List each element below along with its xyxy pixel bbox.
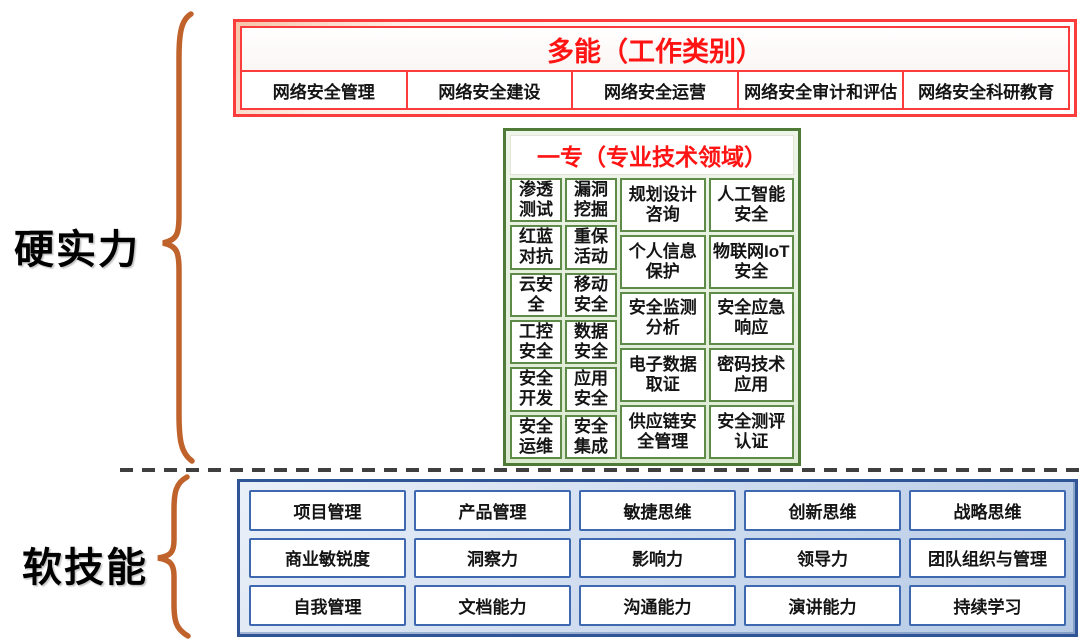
specialty-cell: 安全应急响应 [708,291,794,346]
specialty-cell: 移动安全 [565,272,617,317]
specialty-cell: 渗透测试 [510,178,562,223]
soft-skill-cell: 影响力 [579,537,736,579]
specialty-cell: 安全开发 [510,367,562,412]
soft-skills-brace [157,474,191,639]
specialty-cell: 物联网IoT安全 [708,234,794,289]
soft-skill-cell: 项目管理 [249,490,406,531]
soft-skill-cell: 自我管理 [249,585,406,626]
specialty-cell: 工控安全 [510,319,562,365]
soft-skill-cell: 创新思维 [744,490,901,531]
specialty-cell: 密码技术应用 [708,348,794,403]
specialty-cell: 人工智能安全 [708,178,794,232]
hard-skills-brace [162,11,195,464]
hard-skills-label: 硬实力 [14,228,140,272]
specialty-cell: 规划设计咨询 [620,178,706,232]
specialty-cell: 安全监测分析 [620,291,706,346]
soft-skill-cell: 洞察力 [414,537,571,579]
specialty-cell: 电子数据取证 [620,348,706,403]
specialty-cell: 红蓝对抗 [510,225,562,270]
multi-skill-cell: 网络安全建设 [405,72,572,108]
soft-skills-label: 软技能 [22,546,148,590]
specialty-cell: 应用安全 [565,367,617,412]
specialty-column-3: 规划设计咨询 个人信息保护 安全监测分析 电子数据取证 供应链安全管理 [620,178,706,459]
specialty-cell: 云安全 [510,272,562,317]
soft-skill-cell: 文档能力 [414,585,571,626]
soft-skill-cell: 敏捷思维 [579,490,736,531]
specialty-title: 一专（专业技术领域） [510,135,794,175]
specialty-grid: 渗透测试 红蓝对抗 云安全 工控安全 安全开发 安全运维 漏洞挖掘 重保活动 移… [510,178,794,459]
specialty-cell: 漏洞挖掘 [565,178,617,223]
specialty-cell: 安全集成 [565,414,617,459]
soft-skill-cell: 战略思维 [909,490,1066,531]
soft-skill-cell: 领导力 [744,537,901,579]
specialty-column-4: 人工智能安全 物联网IoT安全 安全应急响应 密码技术应用 安全测评认证 [708,178,794,459]
soft-skill-cell: 团队组织与管理 [909,537,1066,579]
multi-skill-cell: 网络安全管理 [272,82,375,102]
multi-skill-inner: 多能（工作类别） 网络安全管理 网络安全建设 网络安全运营 网络安全审计和评估 … [240,26,1070,110]
specialty-cell: 重保活动 [565,225,617,270]
multi-skill-cells: 网络安全管理 网络安全建设 网络安全运营 网络安全审计和评估 网络安全科研教育 [242,72,1068,108]
soft-skill-cell: 商业敏锐度 [249,537,406,579]
specialty-cell: 安全运维 [510,414,562,459]
specialty-cell: 供应链安全管理 [620,405,706,459]
multi-skill-cell: 网络安全运营 [571,72,737,108]
specialty-box: 一专（专业技术领域） 渗透测试 红蓝对抗 云安全 工控安全 安全开发 安全运维 … [503,128,801,466]
multi-skill-cell: 网络安全审计和评估 [736,72,903,108]
multi-skill-title: 多能（工作类别） [242,28,1068,72]
soft-skill-cell: 沟通能力 [579,585,736,626]
soft-skill-box: 项目管理 产品管理 敏捷思维 创新思维 战略思维 商业敏锐度 洞察力 影响力 领… [237,479,1078,637]
multi-skill-cell: 网络安全科研教育 [902,72,1068,108]
multi-skill-box: 多能（工作类别） 网络安全管理 网络安全建设 网络安全运营 网络安全审计和评估 … [233,19,1077,117]
soft-skill-cell: 持续学习 [909,585,1066,626]
soft-skill-cell: 产品管理 [414,490,571,531]
specialty-cell: 安全测评认证 [708,405,794,459]
specialty-cell: 个人信息保护 [620,234,706,289]
soft-skill-cell: 演讲能力 [744,585,901,626]
specialty-column-2: 漏洞挖掘 重保活动 移动安全 数据安全 应用安全 安全集成 [565,178,617,459]
specialty-column-1: 渗透测试 红蓝对抗 云安全 工控安全 安全开发 安全运维 [510,178,562,459]
specialty-cell: 数据安全 [565,319,617,365]
